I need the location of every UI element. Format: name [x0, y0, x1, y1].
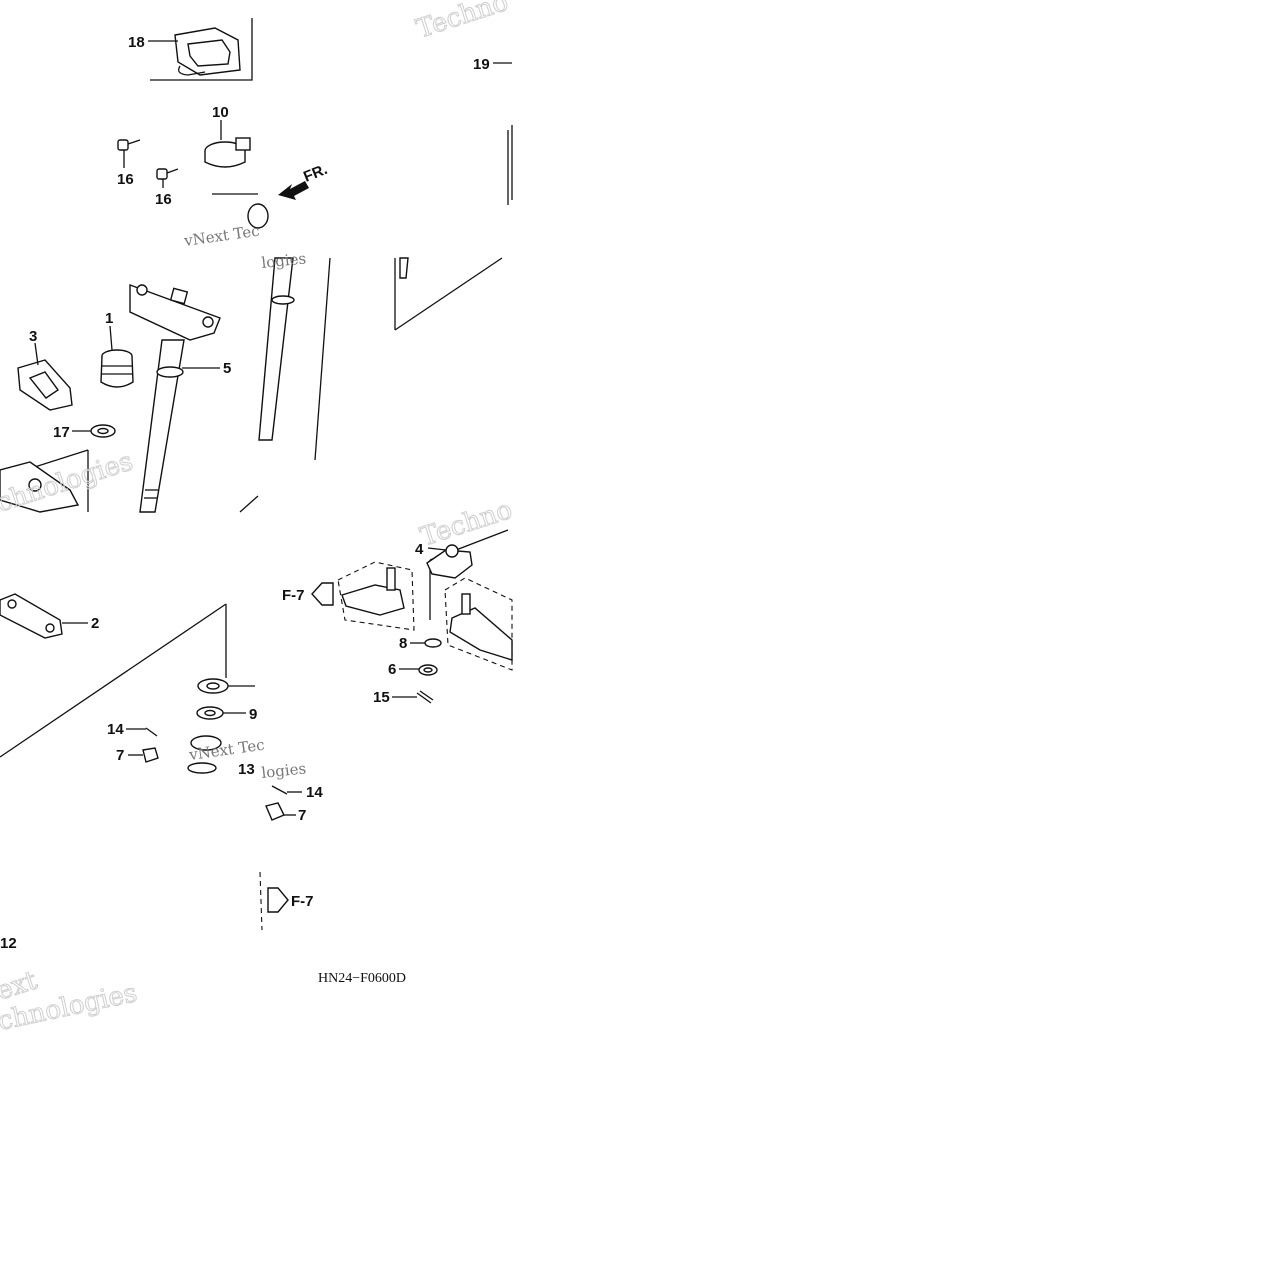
callout-8: 8	[399, 635, 407, 652]
callout-5: 5	[223, 360, 231, 377]
callout-1: 1	[105, 310, 113, 327]
callout-7-a: 7	[116, 747, 124, 764]
part-5-steering-shaft	[129, 283, 221, 513]
leader-lines	[34, 40, 512, 816]
pin-and-nut-right	[265, 785, 288, 821]
callout-6: 6	[388, 661, 396, 678]
part-8-washer	[424, 638, 442, 648]
watermark-chnologies-mid: chnologies	[0, 446, 137, 518]
bearing-stack	[187, 678, 229, 774]
callout-14-b: 14	[306, 784, 323, 801]
part-17-washer	[90, 424, 116, 438]
front-label: FR.	[301, 161, 330, 186]
callout-labels: 18 19 10 16 16 1 3 5 17 2 14 7 9 13 4 8 …	[0, 34, 490, 952]
callout-7-b: 7	[298, 807, 306, 824]
callout-2: 2	[91, 615, 99, 632]
watermark-techno-top: Techno	[413, 0, 512, 45]
part-1-bushing	[100, 349, 134, 388]
callout-16-b: 16	[155, 191, 172, 208]
part-3-holder	[17, 359, 73, 411]
part-4-arm	[426, 544, 473, 579]
watermark-vnext-tec: vNext Tec	[182, 222, 261, 251]
front-direction-arrow	[278, 181, 309, 200]
callout-13: 13	[238, 761, 255, 778]
part-10-clamp	[204, 137, 251, 168]
watermark-techn-right: Techno	[417, 495, 516, 553]
tie-rod-end-left	[337, 561, 415, 631]
shaft-right-panel	[247, 203, 409, 441]
tie-rod-end-right	[444, 577, 513, 671]
callout-12: 12	[0, 935, 17, 952]
callout-18: 18	[128, 34, 145, 51]
watermark-logies-top: logies	[261, 249, 307, 272]
callout-4: 4	[415, 541, 424, 558]
callout-16-a: 16	[117, 171, 134, 188]
part-15-pin	[416, 690, 434, 704]
part-6-nut	[418, 664, 438, 676]
callout-3: 3	[29, 328, 37, 345]
f7-ref-arrow-top	[311, 582, 334, 606]
pin-and-nut-left	[142, 727, 159, 763]
partial-assembly-left	[0, 461, 80, 513]
callout-14-a: 14	[107, 721, 124, 738]
callout-9: 9	[249, 706, 257, 723]
ref-f7-top: F-7	[282, 587, 305, 604]
callout-10: 10	[212, 104, 229, 121]
callout-17: 17	[53, 424, 70, 441]
ref-f7-bottom: F-7	[291, 893, 314, 910]
part-18-bracket	[174, 27, 241, 76]
f7-ref-arrow-bottom	[259, 871, 289, 931]
diagram-code: HN24−F0600D	[318, 971, 406, 986]
callout-15: 15	[373, 689, 390, 706]
part-16-bolts	[117, 139, 179, 180]
watermarks: Techno vNext Tec logies chnologies Techn…	[0, 0, 516, 1037]
callout-19: 19	[473, 56, 490, 73]
watermark-logies-bottom: logies	[261, 759, 307, 782]
part-2-plate	[0, 593, 63, 639]
